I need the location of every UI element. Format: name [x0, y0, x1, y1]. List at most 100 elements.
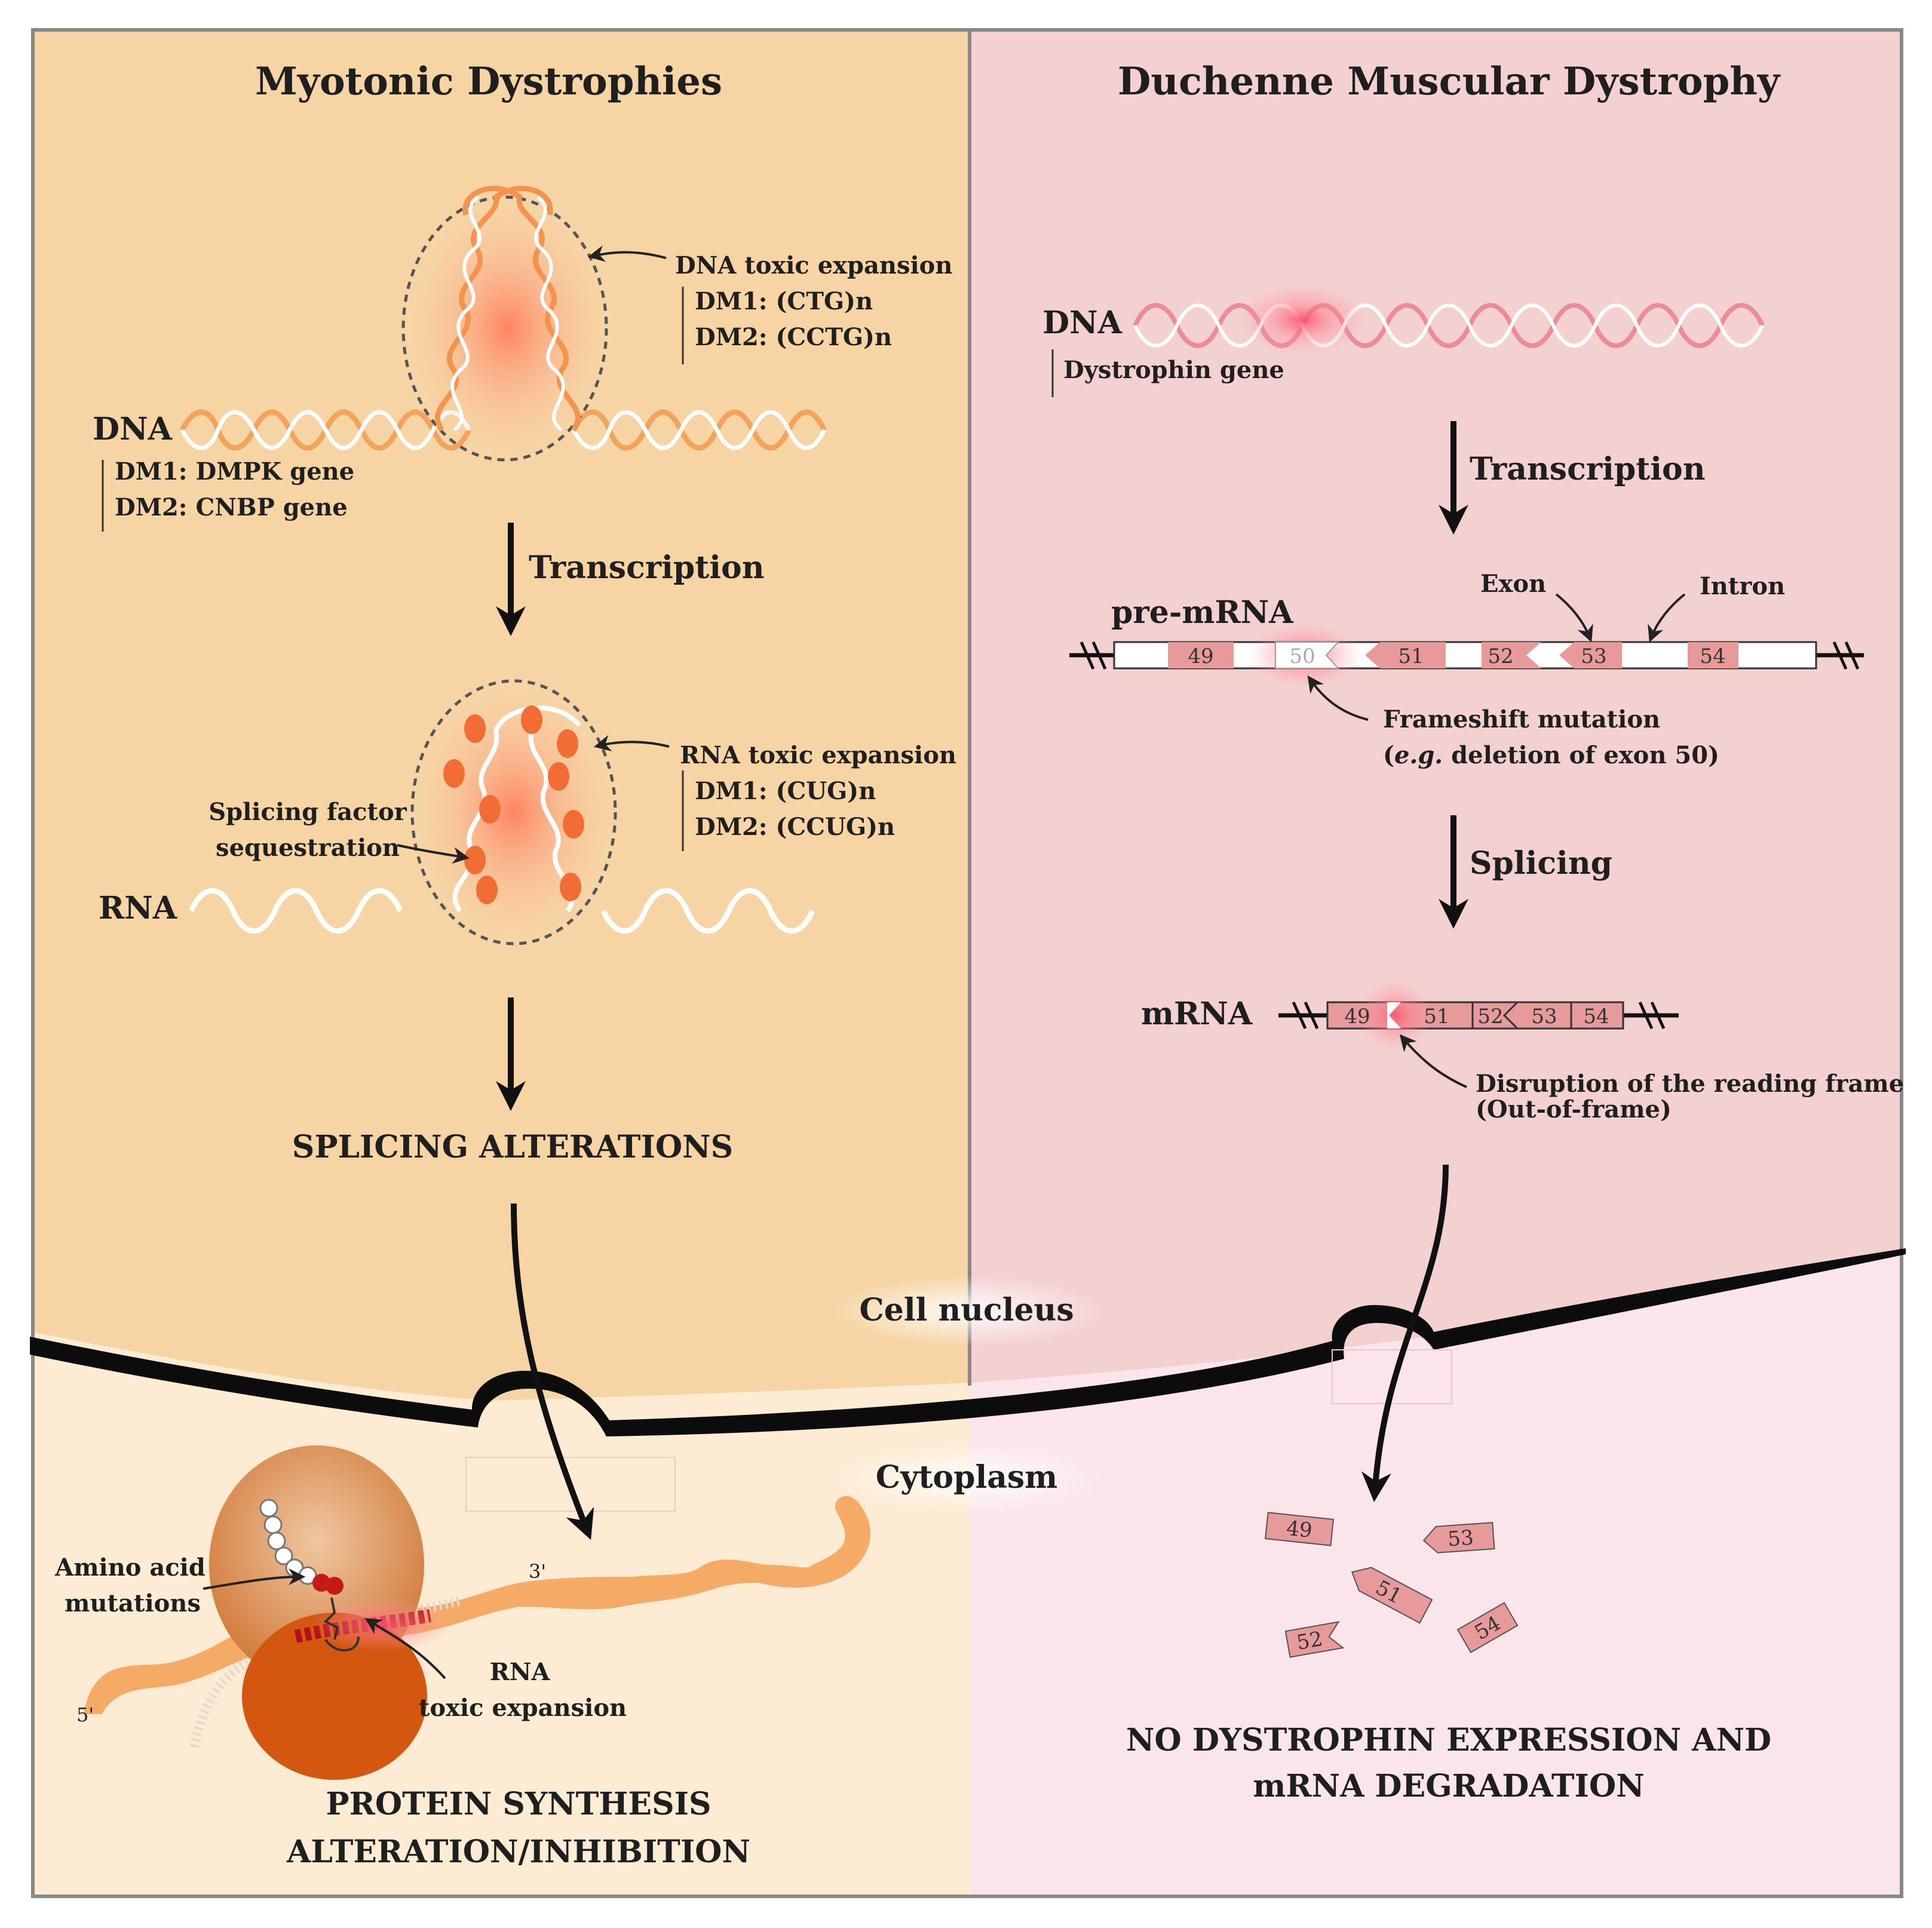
rna-expansion-pointer [594, 735, 670, 751]
five-prime-label: 5' [76, 1703, 94, 1726]
exon-number: 54 [1583, 1005, 1609, 1029]
fragment-label: 49 [1285, 1516, 1313, 1543]
dna-expansion-pointer [588, 245, 667, 262]
left-arrows [496, 523, 594, 1540]
dna-expansion-dm1: DM1: (CTG)n [695, 287, 873, 315]
mrna-fragments: 49 53 51 52 54 [1264, 1512, 1519, 1658]
right-dna-strand-b [1133, 303, 1764, 348]
splicing-factor-blobs [443, 705, 584, 904]
frameshift-rest: deletion of exon 50) [1443, 741, 1719, 769]
rna-expansion-glow [415, 684, 612, 941]
fragment-shape [1284, 1621, 1345, 1658]
right-outcome-line-2: mRNA DEGRADATION [1253, 1768, 1645, 1804]
cell-nucleus-label: Cell nucleus [859, 1292, 1074, 1328]
amino-acid [259, 1499, 278, 1518]
three-prime-label: 3' [529, 1560, 547, 1583]
blob [479, 795, 501, 824]
trna-loop [324, 1636, 360, 1652]
fragment-52: 52 [1284, 1621, 1345, 1658]
frameshift-paren: ( [1383, 741, 1394, 769]
dna-gene-dm1: DM1: DMPK gene [115, 458, 355, 486]
dna-gene-dm2: DM2: CNBP gene [115, 493, 348, 521]
exon-number: 54 [1700, 644, 1725, 668]
amino-acid-line-1: Amino acid [55, 1554, 206, 1582]
mrna-strand [84, 1496, 870, 1714]
left-dna-strand-d [571, 410, 827, 450]
exon-divider [1502, 1001, 1519, 1030]
ribosome-small-subunit [242, 1613, 427, 1780]
right-panel-title: Duchenne Muscular Dystrophy [1117, 59, 1780, 104]
rna-strand-left [188, 888, 403, 934]
frameshift-line-2: (e.g. deletion of exon 50) [1383, 744, 1719, 767]
left-transcription-label: Transcription [529, 549, 765, 586]
rna-expansion-dm1: DM1: (CUG)n [695, 777, 876, 805]
intron-label: Intron [1700, 572, 1786, 600]
blob [557, 729, 578, 758]
left-outcome-line-2: ALTERATION/INHIBITION [287, 1834, 750, 1870]
premrna-exon-labels: 49 50 51 52 53 54 [1188, 644, 1725, 668]
exon-number: 53 [1581, 644, 1606, 668]
amino-acid-line-2: mutations [65, 1589, 201, 1617]
ribosome-section [84, 1445, 870, 1780]
blob [476, 876, 498, 904]
exon-number: 51 [1398, 644, 1424, 668]
amino-acid [263, 1515, 283, 1534]
exon-label: Exon [1480, 570, 1547, 598]
mrna-break-right [1638, 1001, 1666, 1030]
mrna-exon-labels: 49 51 52 53 54 [1344, 1005, 1609, 1029]
blob [443, 759, 465, 788]
exon-number: 51 [1424, 1005, 1449, 1029]
fragment-shape [1422, 1522, 1495, 1554]
splicing-label: Splicing [1470, 845, 1613, 882]
exon-51-block [1365, 642, 1446, 668]
fragment-49: 49 [1264, 1512, 1335, 1546]
frameshift-line-1: Frameshift mutation [1383, 705, 1661, 733]
dna-expansion-circle [401, 195, 608, 462]
blob [464, 714, 486, 743]
left-panel-title: Myotonic Dystrophies [254, 59, 723, 104]
rna-toxic-pointer [364, 1618, 446, 1680]
mrna-section: 49 51 52 53 54 [1278, 980, 1679, 1088]
right-arrows [1361, 421, 1468, 1502]
exon-53-block [1559, 642, 1622, 668]
exon-number: 52 [1477, 1005, 1503, 1029]
frameshift-pointer [1307, 675, 1369, 721]
blob [521, 705, 542, 734]
blob [560, 873, 581, 901]
trna-stem [323, 1597, 339, 1640]
premrna-break-right [1832, 641, 1860, 670]
amino-acid [267, 1531, 286, 1551]
premrna-break-left [1080, 641, 1107, 670]
rna-expansion-dm2: DM2: (CCUG)n [695, 813, 896, 841]
rna-toxic-line-1: RNA [489, 1658, 550, 1686]
premrna-section: 49 50 51 52 53 54 [1069, 593, 1864, 721]
right-dna-section [1051, 284, 1765, 397]
left-dna-label: DNA [93, 411, 172, 447]
amino-acid-pointer [203, 1568, 306, 1590]
right-dna-label: DNA [1042, 305, 1122, 341]
exon-49-block [1168, 642, 1234, 668]
left-rna-label: RNA [99, 890, 177, 926]
disruption-line-2: (Out-of-frame) [1476, 1095, 1672, 1123]
mrna-label: mRNA [1141, 996, 1253, 1032]
exon-number: 50 [1289, 644, 1315, 668]
dna-expansion-glow [409, 200, 606, 457]
amino-acid [274, 1546, 293, 1565]
blob [548, 762, 569, 791]
intron-pointer [1648, 593, 1686, 643]
dna-loop-right-white [534, 195, 565, 432]
fragment-shape [1351, 1567, 1433, 1624]
dna-loop-left-white [450, 195, 482, 432]
mrna-break-left [1292, 1001, 1319, 1030]
fragment-53: 53 [1422, 1522, 1495, 1554]
cytoplasm-label: Cytoplasm [875, 1459, 1058, 1496]
splicing-factor-line-2: sequestration [216, 834, 400, 862]
left-rna-section [188, 679, 815, 945]
fragment-label: 52 [1295, 1627, 1325, 1655]
fragment-shape [1456, 1602, 1519, 1653]
right-transcription-label: Transcription [1470, 451, 1706, 487]
cytoplasm-label-glow [829, 1442, 1104, 1514]
right-dna-strand-a [1133, 303, 1765, 348]
right-outcome-line-1: NO DYSTROPHIN EXPRESSION AND [1126, 1722, 1772, 1758]
blob [464, 846, 486, 874]
